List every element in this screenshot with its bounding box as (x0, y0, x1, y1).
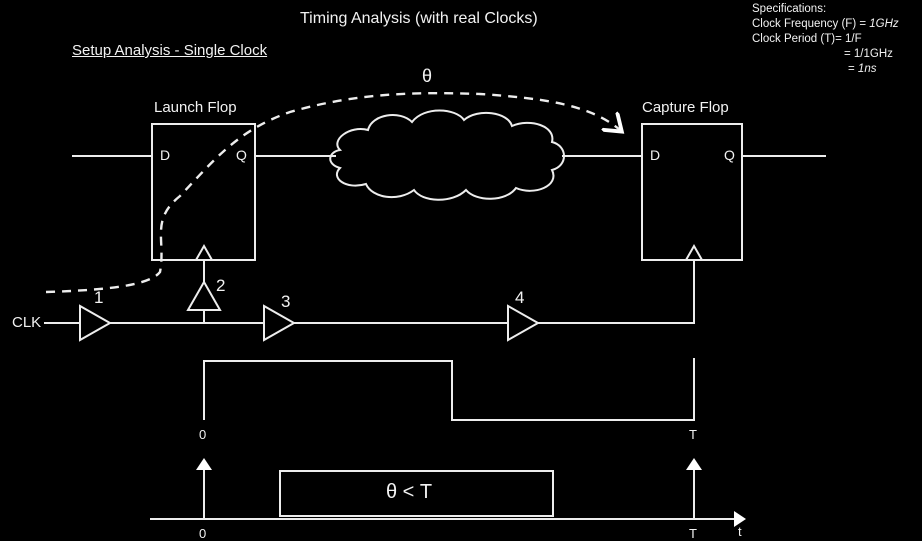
buffer-2-label: 2 (216, 276, 226, 295)
buffer-1 (79, 304, 113, 342)
waveform-end-label: T (689, 427, 697, 442)
timeline-start-label: 0 (199, 526, 207, 541)
buffer-1-label: 1 (94, 288, 104, 307)
spec-period-step: = 1/1GHz (844, 48, 893, 60)
specifications-panel: Specifications: Clock Frequency (F) = 1G… (752, 2, 899, 77)
capture-flop-label: Capture Flop (642, 99, 729, 116)
launch-flop-box (151, 123, 256, 261)
buffer-3-label: 3 (281, 292, 291, 311)
spec-period: Clock Period (T)= 1/F (752, 33, 862, 45)
clk-label: CLK (12, 314, 42, 331)
spec-heading: Specifications: (752, 3, 827, 15)
page-title: Timing Analysis (with real Clocks) (300, 10, 538, 27)
spec-period-result: = 1ns (848, 63, 877, 75)
buffer-4-label: 4 (515, 288, 525, 307)
path-delay-theta: θ (422, 66, 433, 86)
capture-d-pin: D (650, 147, 661, 163)
data-path-arrow (45, 91, 620, 294)
spec-frequency: Clock Frequency (F) = 1GHz (752, 18, 899, 30)
timeline-axis-label: t (738, 524, 742, 539)
timeline-end-label: T (689, 526, 697, 541)
buffer-2 (186, 279, 222, 311)
launch-flop-label: Launch Flop (154, 99, 237, 116)
launch-d-pin: D (160, 147, 171, 163)
capture-clk-wire (538, 260, 695, 324)
buffer-3 (263, 304, 297, 342)
capture-flop-box (641, 123, 743, 261)
section-subtitle: Setup Analysis - Single Clock (72, 42, 268, 59)
launch-q-pin: Q (236, 147, 247, 163)
setup-condition: θ < T (386, 481, 433, 503)
clock-waveform (203, 358, 695, 421)
waveform-start-label: 0 (199, 427, 207, 442)
combinational-logic-cloud (329, 109, 565, 201)
capture-clock-edge (685, 243, 703, 261)
launch-clock-edge (195, 243, 213, 261)
capture-q-pin: Q (724, 147, 735, 163)
buffer-4 (507, 304, 541, 342)
condition-box (279, 470, 554, 517)
